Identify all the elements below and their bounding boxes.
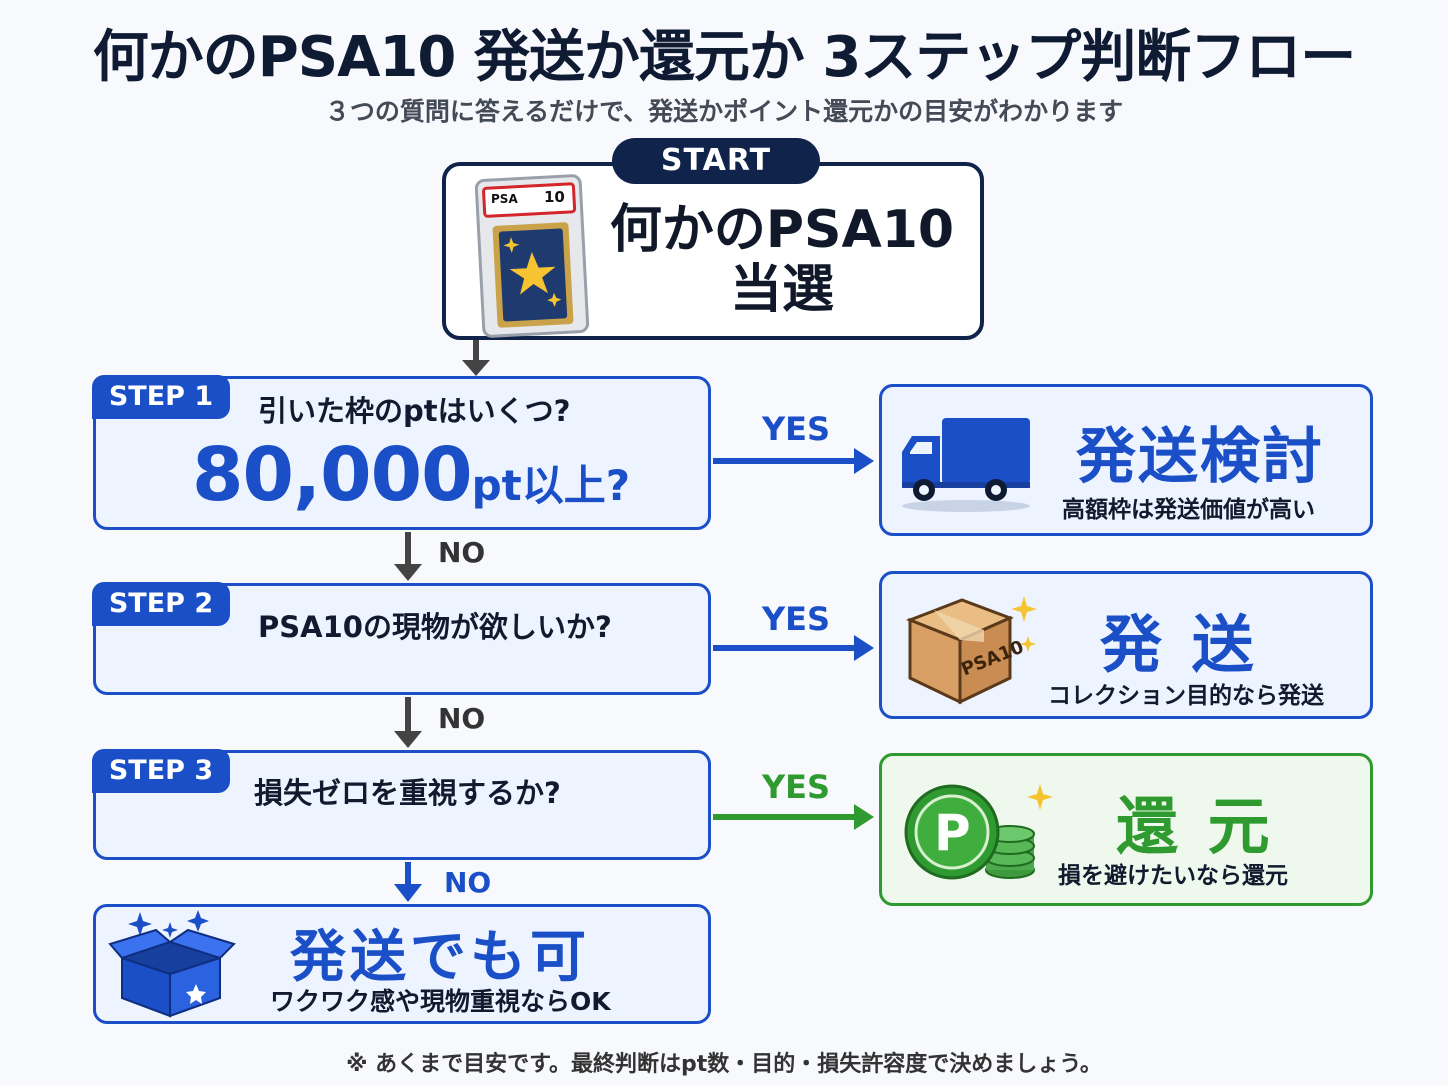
result2-subtitle: コレクション目的なら発送 bbox=[1048, 683, 1324, 709]
step3-yes-label: YES bbox=[762, 768, 831, 806]
step2-question: PSA10の現物が欲しいか? bbox=[258, 610, 612, 644]
step2-no-arrow bbox=[394, 697, 422, 748]
result1-subtitle: 高額枠は発送価値が高い bbox=[1062, 497, 1315, 523]
point-coin-icon bbox=[904, 784, 1053, 880]
open-box-icon bbox=[108, 910, 236, 1018]
step1-question: 引いた枠のptはいくつ? bbox=[258, 394, 571, 428]
result3-title: 還 元 bbox=[1116, 790, 1274, 863]
start-line1: 何かのPSA10 bbox=[609, 200, 955, 260]
step1-no-label: NO bbox=[438, 536, 486, 569]
coin-letter: P bbox=[934, 804, 971, 862]
final-subtitle: ワクワク感や現物重視ならOK bbox=[270, 987, 611, 1016]
start-line2: 当選 bbox=[729, 260, 834, 320]
step3-question: 損失ゼロを重視するか? bbox=[254, 776, 561, 810]
result1-title: 発送検討 bbox=[1076, 422, 1324, 492]
final-title: 発送でも可 bbox=[290, 925, 590, 990]
step3-tag: STEP 3 bbox=[92, 749, 230, 793]
step2-tag: STEP 2 bbox=[92, 582, 230, 626]
start-badge: START bbox=[612, 138, 820, 184]
step1-no-arrow bbox=[394, 532, 422, 581]
footnote: ※ あくまで目安です。最終判断はpt数・目的・損失許容度で決めましょう。 bbox=[346, 1052, 1102, 1077]
step2-yes-label: YES bbox=[762, 600, 831, 638]
step2-no-label: NO bbox=[438, 702, 486, 735]
step1-tag: STEP 1 bbox=[92, 375, 230, 419]
result3-subtitle: 損を避けたいなら還元 bbox=[1058, 863, 1288, 889]
page-title: 何かのPSA10 発送か還元か 3ステップ判断フロー bbox=[92, 25, 1357, 90]
step1-yes-arrow bbox=[713, 448, 874, 474]
page-subtitle: ３つの質問に答えるだけで、発送かポイント還元かの目安がわかります bbox=[324, 97, 1124, 126]
step1-yes-label: YES bbox=[762, 410, 831, 448]
psa-slab-icon bbox=[474, 174, 590, 338]
step1-threshold-number: 80,000 bbox=[192, 432, 473, 518]
package-icon bbox=[905, 596, 1037, 705]
start-down-arrow bbox=[462, 340, 490, 376]
truck-icon bbox=[902, 418, 1030, 512]
step1-threshold-unit: pt以上? bbox=[471, 461, 631, 510]
step3-yes-arrow bbox=[713, 804, 874, 830]
step3-no-label: NO bbox=[444, 866, 492, 899]
start-text: 何かのPSA10 当選 bbox=[592, 200, 972, 320]
result2-title: 発 送 bbox=[1100, 608, 1258, 681]
step2-yes-arrow bbox=[713, 635, 874, 661]
step3-no-arrow bbox=[394, 862, 422, 902]
step1-threshold: 80,000pt以上? bbox=[192, 432, 630, 518]
slab-grade: 10 bbox=[544, 188, 565, 206]
slab-label: PSA bbox=[491, 192, 518, 206]
